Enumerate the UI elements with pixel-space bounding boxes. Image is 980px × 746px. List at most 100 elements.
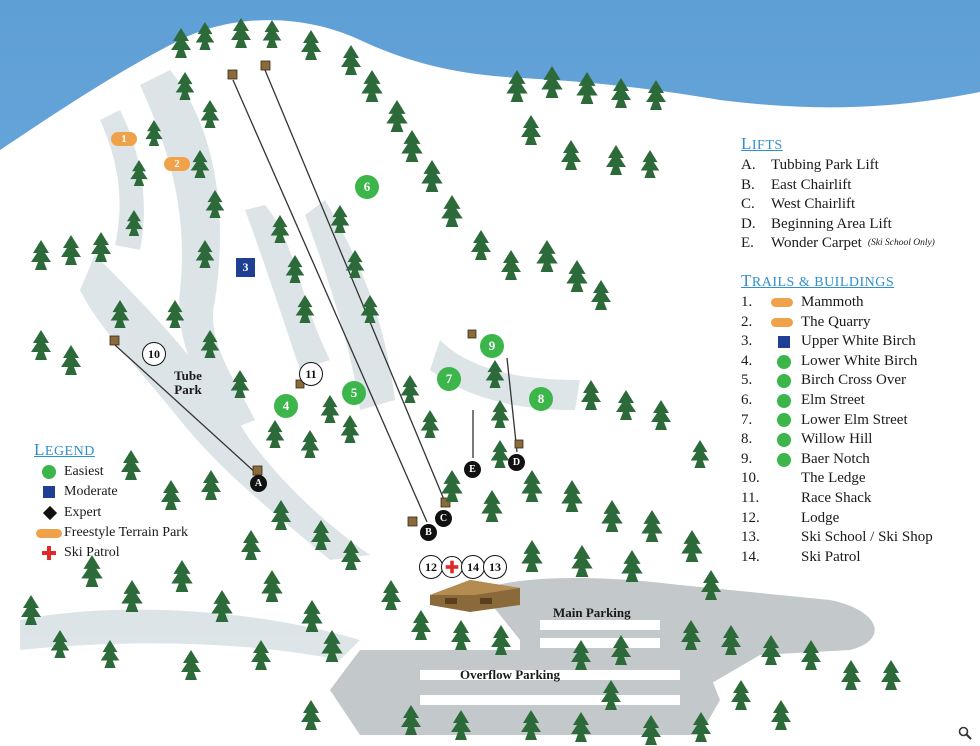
trail-key: 4.: [741, 352, 753, 369]
lift-key: A.: [741, 157, 756, 173]
lift-terminals: [109, 60, 524, 527]
legend-label: Moderate: [64, 484, 118, 500]
building-marker-ski-patrol-cross[interactable]: [441, 556, 463, 578]
trail-marker-elm-street[interactable]: 6: [355, 175, 379, 199]
lift-key: C.: [741, 196, 755, 213]
lifts-panel: Lifts A.Tubbing Park Lift B.East Chairli…: [741, 134, 935, 254]
parking-islands: [420, 620, 680, 705]
easiest-circle-icon: [771, 354, 793, 369]
tube-park-label: Tube Park: [174, 368, 202, 397]
easiest-circle-icon: [771, 452, 793, 467]
trail-list-item: 5.Birch Cross Over: [741, 371, 933, 391]
magnifier-icon[interactable]: [958, 726, 972, 740]
terrain-park-icon: [771, 298, 793, 308]
easiest-circle-icon: [771, 432, 793, 447]
easiest-circle-icon: [771, 374, 793, 389]
trail-name: Birch Cross Over: [801, 372, 906, 389]
easiest-circle-icon: [34, 465, 64, 480]
legend-panel: Legend Easiest Moderate Expert Freestyle…: [34, 440, 188, 563]
building-list-item: 10.The Ledge: [741, 469, 933, 489]
lift-key: E.: [741, 235, 754, 252]
trail-key: 9.: [741, 450, 753, 467]
building-name: Lodge: [801, 509, 840, 526]
legend-item: Moderate: [34, 482, 188, 502]
lift-key: B.: [741, 176, 755, 193]
trail-name: The Quarry: [801, 313, 871, 330]
lift-marker-d[interactable]: D: [508, 454, 525, 471]
trail-name: Upper White Birch: [801, 333, 916, 350]
lift-name: East Chairlift: [771, 176, 852, 193]
legend-item: Easiest: [34, 462, 188, 482]
building-name: Ski Patrol: [801, 548, 861, 565]
trail-key: 1.: [741, 294, 753, 310]
red-cross-icon: [34, 546, 64, 561]
legend-item: Ski Patrol: [34, 543, 188, 563]
building-marker-the-ledge[interactable]: 10: [142, 342, 166, 366]
lift-marker-b[interactable]: B: [420, 524, 437, 541]
trail-marker-mammoth[interactable]: 1: [111, 132, 137, 146]
legend-label: Expert: [64, 504, 102, 520]
building-key: 12.: [741, 509, 760, 526]
trail-name: Mammoth: [801, 294, 864, 310]
lift-name: Wonder Carpet: [771, 235, 862, 252]
building-name: The Ledge: [801, 470, 866, 487]
lodge-building: [430, 580, 520, 612]
easiest-circle-icon: [771, 393, 793, 408]
red-cross-icon: [445, 560, 459, 574]
moderate-square-icon: [34, 486, 64, 499]
building-name: Race Shack: [801, 489, 872, 506]
trail-marker-the-quarry[interactable]: 2: [164, 157, 190, 171]
building-list-item: 11. Race Shack: [741, 489, 933, 509]
legend-label: Ski Patrol: [64, 545, 120, 561]
terrain-park-icon: [771, 317, 793, 327]
expert-diamond-icon: [34, 505, 64, 520]
terrain-park-icon: [34, 528, 64, 538]
legend-item: Expert: [34, 503, 188, 523]
trail-marker-lower-white-birch[interactable]: 4: [274, 394, 298, 418]
building-list-item: 13. Ski School / Ski Shop: [741, 528, 933, 548]
lift-list-item: D. Beginning Area Lift: [741, 215, 935, 235]
trail-name: Lower Elm Street: [801, 411, 908, 428]
legend-item: Freestyle Terrain Park: [34, 523, 188, 543]
lift-marker-a[interactable]: A: [250, 475, 267, 492]
trail-key: 8.: [741, 431, 753, 448]
building-key: 11.: [741, 489, 760, 506]
trail-marker-willow-hill[interactable]: 8: [529, 387, 553, 411]
trail-list-item: 9. Baer Notch: [741, 450, 933, 470]
building-marker-ski-patrol[interactable]: 14: [461, 555, 485, 579]
legend-title: Legend: [34, 440, 95, 459]
building-marker-lodge[interactable]: 12: [419, 555, 443, 579]
lift-name: Beginning Area Lift: [771, 215, 892, 232]
trail-key: 6.: [741, 391, 753, 408]
building-marker-ski-school[interactable]: 13: [483, 555, 507, 579]
lift-key: D.: [741, 215, 756, 232]
lifts-panel-title: Lifts: [741, 134, 783, 153]
trail-list-item: 8.Willow Hill: [741, 430, 933, 450]
trail-list-item: 1. Mammoth: [741, 293, 933, 313]
trail-key: 2.: [741, 313, 753, 330]
legend-label: Freestyle Terrain Park: [64, 524, 188, 540]
trail-marker-birch-cross-over[interactable]: 5: [342, 381, 366, 405]
trail-marker-lower-elm-street[interactable]: 7: [437, 367, 461, 391]
building-list-item: 14. Ski Patrol: [741, 548, 933, 568]
legend-label: Easiest: [64, 464, 104, 479]
trail-name: Baer Notch: [801, 450, 870, 467]
building-name: Ski School / Ski Shop: [801, 529, 933, 546]
trail-name: Lower White Birch: [801, 352, 918, 369]
building-marker-race-shack[interactable]: 11: [299, 362, 323, 386]
lift-lines: [114, 69, 518, 523]
lift-list-item: E. Wonder Carpet (Ski School Only): [741, 234, 935, 254]
lift-name: West Chairlift: [771, 196, 856, 213]
lift-marker-e[interactable]: E: [464, 461, 481, 478]
lift-marker-c[interactable]: C: [435, 510, 452, 527]
lift-note: (Ski School Only): [867, 238, 935, 249]
trail-key: 3.: [741, 333, 753, 350]
trail-list-item: 4. Lower White Birch: [741, 352, 933, 372]
overflow-parking-label: Overflow Parking: [460, 667, 561, 682]
trail-marker-baer-notch[interactable]: 9: [480, 334, 504, 358]
building-key: 14.: [741, 548, 760, 565]
trail-list-item: 6.Elm Street: [741, 391, 933, 411]
building-key: 13.: [741, 529, 760, 546]
trail-marker-upper-white-birch[interactable]: 3: [236, 258, 255, 277]
